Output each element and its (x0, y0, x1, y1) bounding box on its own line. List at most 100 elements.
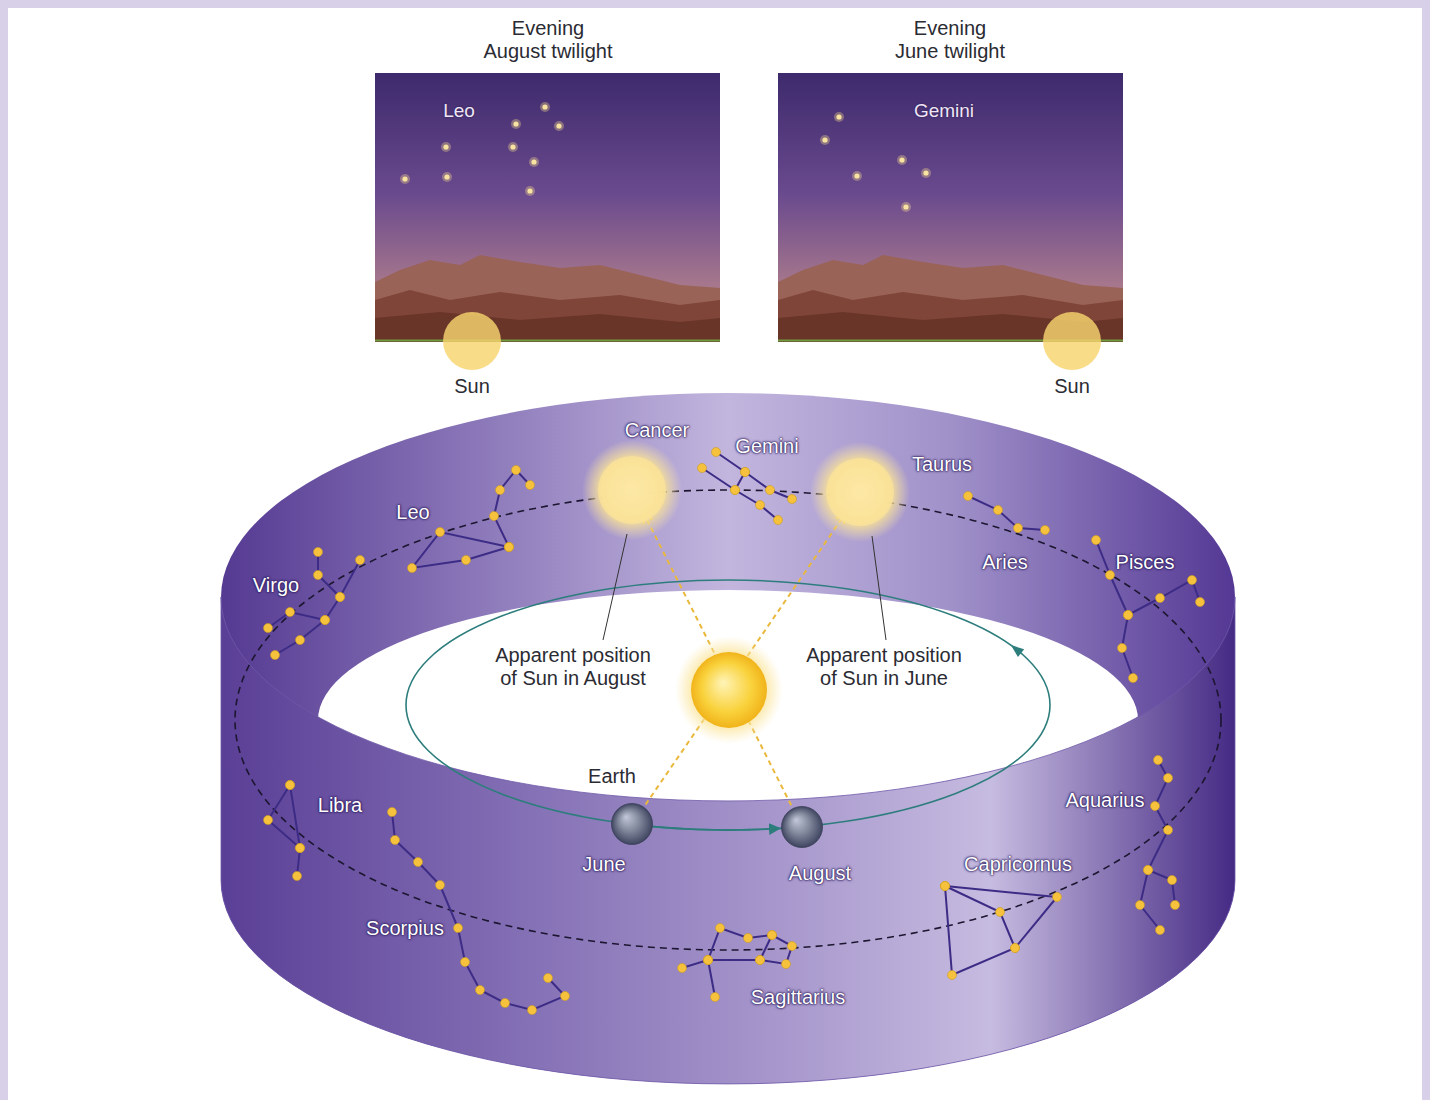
orbit-path (406, 580, 1050, 830)
planet-name: Earth (588, 765, 636, 788)
star-dot (513, 121, 518, 126)
star-dot (1196, 598, 1205, 607)
star-dot (476, 986, 485, 995)
star-glow (554, 121, 564, 131)
planet-shape (781, 806, 823, 848)
star-dot (314, 548, 323, 557)
star-dot (531, 159, 536, 164)
constellation-figure (264, 548, 365, 660)
star-dot (731, 486, 740, 495)
star-dot (1129, 674, 1138, 683)
star-dot (388, 808, 397, 817)
star-dot (704, 956, 713, 965)
constellation-line (275, 552, 340, 655)
star-dot (1154, 756, 1163, 765)
star-dot (443, 144, 448, 149)
star-dot (296, 844, 305, 853)
constellation-name: Gemini (914, 100, 974, 122)
star-dot (822, 137, 827, 142)
constellation-line (1128, 580, 1200, 615)
horizon-line (375, 340, 720, 342)
star-dot (444, 174, 449, 179)
star-dot (768, 931, 777, 940)
star-dot (923, 170, 928, 175)
star-dot (321, 616, 330, 625)
mountain-range (375, 255, 720, 342)
sky-panel: Evening August twilightLeo (375, 73, 720, 342)
star-dot (505, 543, 514, 552)
star-dot (510, 144, 515, 149)
star-dot (1171, 901, 1180, 910)
star-dot (756, 501, 765, 510)
ecliptic-line (235, 490, 1221, 950)
zodiac-label: Cancer (625, 419, 689, 442)
star-dot (436, 528, 445, 537)
constellation-figure (1136, 756, 1180, 935)
star-dot (505, 543, 514, 552)
star-dot (1156, 926, 1165, 935)
star-dot (402, 176, 407, 181)
constellation-figure (698, 448, 797, 525)
orbit-arrow (653, 827, 781, 830)
zodiac-label: Taurus (912, 453, 972, 476)
zodiac-label: Pisces (1116, 551, 1175, 574)
star-dot (766, 486, 775, 495)
constellation-figure (941, 882, 1062, 980)
month-name: August (789, 861, 851, 884)
star-dot (527, 188, 532, 193)
star-dot (941, 882, 950, 891)
constellation-line (494, 470, 530, 547)
star-dot (836, 114, 841, 119)
constellation-line (412, 532, 509, 568)
mountain-range (375, 312, 720, 342)
star-dot (1136, 901, 1145, 910)
star-dot (964, 492, 973, 501)
star-dot (336, 593, 345, 602)
constellation-line (268, 612, 325, 628)
leader-line (872, 536, 886, 640)
zodiac-label: Scorpius (366, 917, 444, 940)
planet-shape (611, 803, 653, 845)
star-dot (1118, 644, 1127, 653)
solar-caption: Sun (1054, 375, 1090, 398)
zodiac-label: Gemini (735, 435, 798, 458)
star-dot (490, 512, 499, 521)
star-dot (756, 956, 765, 965)
constellation-line (716, 452, 792, 499)
star-dot (461, 958, 470, 967)
star-dot (321, 616, 330, 625)
constellation-line (682, 928, 792, 968)
star-dot (1168, 876, 1177, 885)
constellation-line (945, 886, 1015, 948)
solar-disc (826, 458, 894, 526)
star-dot (296, 844, 305, 853)
constellation-line (708, 960, 715, 997)
star-dot (336, 593, 345, 602)
constellation-figure (264, 781, 305, 881)
zodiac-label: Leo (396, 501, 429, 524)
star-dot (941, 882, 950, 891)
star-dot (526, 481, 535, 490)
star-glow (921, 168, 931, 178)
constellation-line (968, 496, 1045, 530)
star-dot (744, 934, 753, 943)
star-dot (899, 157, 904, 162)
star-dot (561, 992, 570, 1001)
star-dot (698, 464, 707, 473)
star-dot (994, 506, 1003, 515)
star-dot (704, 956, 713, 965)
solar-glow (810, 442, 910, 542)
constellation-name: Leo (443, 100, 475, 122)
star-glow (508, 142, 518, 152)
star-glow (834, 112, 844, 122)
star-dot (948, 971, 957, 980)
constellation-figure (388, 808, 570, 1015)
panel-heading: Evening June twilight (893, 17, 1008, 63)
zodiac-band-front (221, 597, 1235, 1084)
star-glow (511, 119, 521, 129)
star-dot (556, 123, 561, 128)
star-dot (774, 516, 783, 525)
star-dot (271, 651, 280, 660)
star-dot (1124, 611, 1133, 620)
star-glow (525, 186, 535, 196)
